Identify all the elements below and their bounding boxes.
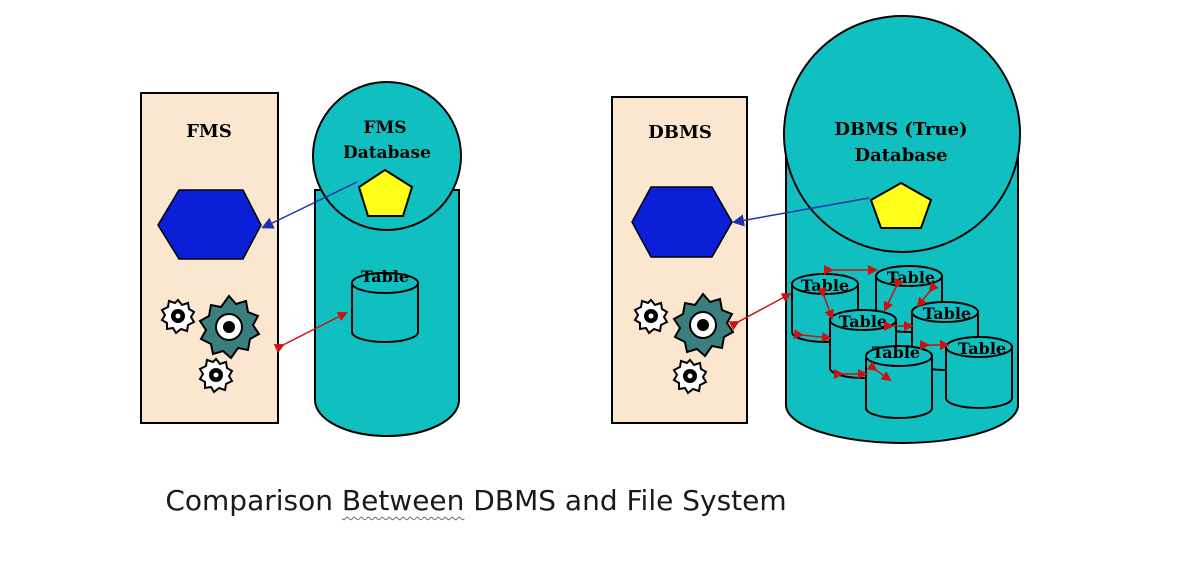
caption-text-after: DBMS and File System — [464, 484, 787, 517]
table-label: Table — [958, 339, 1006, 358]
caption-text-before: Comparison — [165, 484, 342, 517]
fms-link-arrow — [261, 181, 358, 229]
diagram-caption: Comparison Between DBMS and File System — [0, 484, 1076, 517]
dbms-database-title-line1: DBMS (True) — [834, 119, 967, 140]
table-label: Table — [801, 276, 849, 295]
table-relationship-arrows — [793, 265, 950, 382]
fms-diagram: FMS FMS Database Table — [140, 81, 462, 437]
fms-panel-label: FMS — [186, 121, 232, 142]
table-label: Table — [923, 304, 971, 323]
fms-table-label: Table — [361, 267, 409, 286]
caption-text-squiggle: Between — [341, 484, 465, 517]
table-label: Table — [887, 268, 935, 287]
hexagon-icon — [157, 189, 262, 260]
gears-icon — [161, 294, 261, 393]
fms-table-cylinder — [351, 272, 419, 343]
fms-database-title-line1: FMS — [363, 118, 406, 138]
table-cylinder — [945, 336, 1013, 409]
table-label: Table — [872, 343, 920, 362]
fms-database-title-line2: Database — [343, 143, 431, 163]
dbms-database-title-line2: Database — [854, 145, 947, 166]
fms-table-arrow — [273, 312, 348, 354]
dbms-panel-label: DBMS — [648, 122, 712, 143]
gears-icon — [634, 292, 735, 394]
pentagon-icon — [357, 168, 414, 217]
dbms-link-arrow — [732, 197, 870, 227]
table-label: Table — [839, 312, 887, 331]
pentagon-icon — [869, 181, 933, 229]
dbms-table-arrow — [728, 293, 792, 331]
dbms-diagram: DBMS DBMS (True) Database — [611, 15, 1021, 444]
hexagon-icon — [631, 186, 733, 258]
